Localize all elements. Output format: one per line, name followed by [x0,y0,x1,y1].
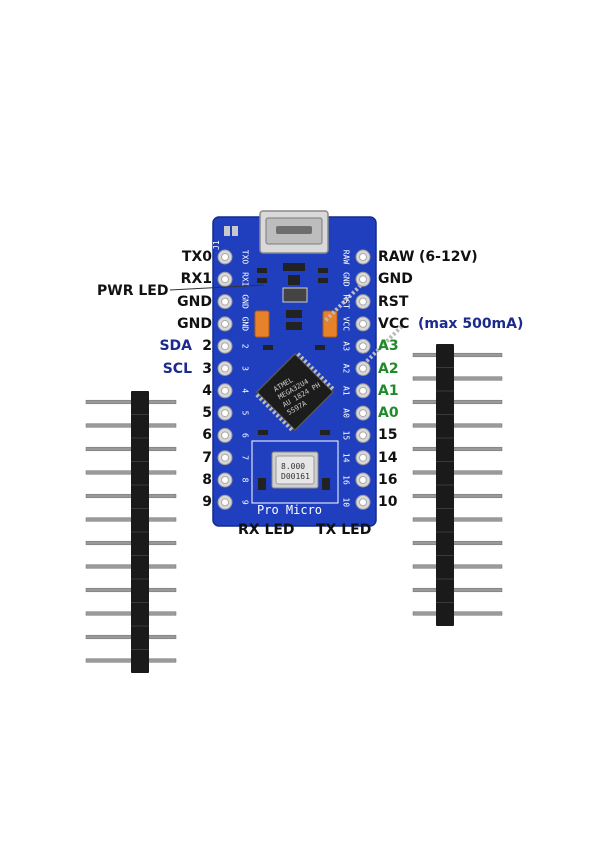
silk-label-right: RST [342,294,351,309]
header-pin [412,352,503,358]
header-pin [412,493,503,499]
tx-led-label: TX LED [316,522,372,538]
silk-label-right: 16 [342,475,351,485]
silk-label-right: RAW [342,250,351,265]
left-pin-function-label: SDA [159,338,192,355]
header-pin [412,376,503,381]
silk-label-right: GND [342,272,351,287]
left-pin-label: 5 [202,405,212,422]
silk-label-left: 4 [241,388,250,393]
pin-header-left [85,391,177,673]
silk-label-right: 14 [342,453,351,463]
silk-label-left: 9 [241,500,250,505]
header-pin [412,564,503,569]
right-pin-label: RAW [378,249,415,265]
silk-label-right: 15 [342,431,351,441]
usb-connector [259,210,329,254]
left-pin-label: TX0 [181,249,212,265]
jumper-j1 [224,226,238,236]
pin-pads [217,249,371,510]
silk-label-left: TXO [241,250,250,265]
silk-label-right: A0 [342,408,351,418]
silk-label-left: GND [241,294,250,309]
left-pin-label: 3 [202,360,212,377]
atmega32u4-chip [255,283,404,432]
silk-label-left: 2 [241,344,250,349]
board-silkscreen-name: Pro Micro [257,503,322,517]
jumper-label: J1 [212,240,221,250]
silk-labels-left: TXO RXI GND GND 2 3 4 5 6 7 8 9 [241,250,250,505]
silk-label-right: A3 [342,341,351,351]
right-pin-label: 14 [378,449,398,466]
header-pin [412,540,503,546]
header-pin [412,399,503,405]
smd-components [257,263,330,490]
right-pin-label: A2 [378,360,399,377]
left-pin-label: 8 [202,472,212,488]
right-pin-label: RST [378,293,409,310]
silk-label-left: 8 [241,478,250,483]
header-pin [412,446,503,452]
right-pin-label: A0 [378,405,399,422]
left-pin-label: GND [177,293,212,310]
left-pin-label: 7 [202,449,212,466]
right-pin-label: 16 [378,472,398,488]
header-pin [412,517,503,522]
silk-label-right: A1 [342,386,351,396]
silk-outline [251,440,339,504]
pwr-led-label: PWR LED [97,283,169,299]
header-pin [412,587,503,593]
left-pin-label: 9 [202,494,212,511]
header-pin [412,470,503,475]
left-pin-label: RX1 [180,271,212,288]
crystal-marking-line: D00161 [281,472,310,481]
right-pin-label: VCC [378,315,410,332]
right-pin-note-label: (6-12V) [419,249,478,265]
right-pin-label: 15 [378,427,398,444]
pwr-led-pointer [169,284,265,291]
silk-label-left: GND [241,317,250,332]
silk-label-right: 10 [342,497,351,507]
right-pin-label: GND [378,271,413,288]
left-pin-label: GND [177,315,212,332]
silk-label-left: 3 [241,366,250,371]
pin-header-right [412,344,503,626]
crystal-marking-line: 8.000 [281,462,305,471]
right-pin-label: A3 [378,338,399,355]
left-pin-function-label: SCL [162,360,192,377]
left-pin-label: 4 [202,382,212,399]
right-pin-label: 10 [378,494,398,511]
silk-label-left: 6 [241,433,250,438]
right-pin-note-label: (max 500mA) [418,315,524,332]
rx-led-label: RX LED [238,522,295,538]
silk-label-left: 5 [241,411,250,416]
header-pin [412,611,503,616]
capacitor-left [254,310,270,338]
header-pin [412,423,503,428]
silk-label-right: VCC [342,317,351,332]
silk-label-left: RXI [241,272,250,287]
left-pin-label: 6 [202,427,212,444]
silk-label-right: A2 [342,364,351,374]
crystal-oscillator [271,451,319,489]
silk-label-left: 7 [241,455,250,460]
left-pin-label: 2 [202,338,212,355]
right-pin-label: A1 [378,382,399,399]
